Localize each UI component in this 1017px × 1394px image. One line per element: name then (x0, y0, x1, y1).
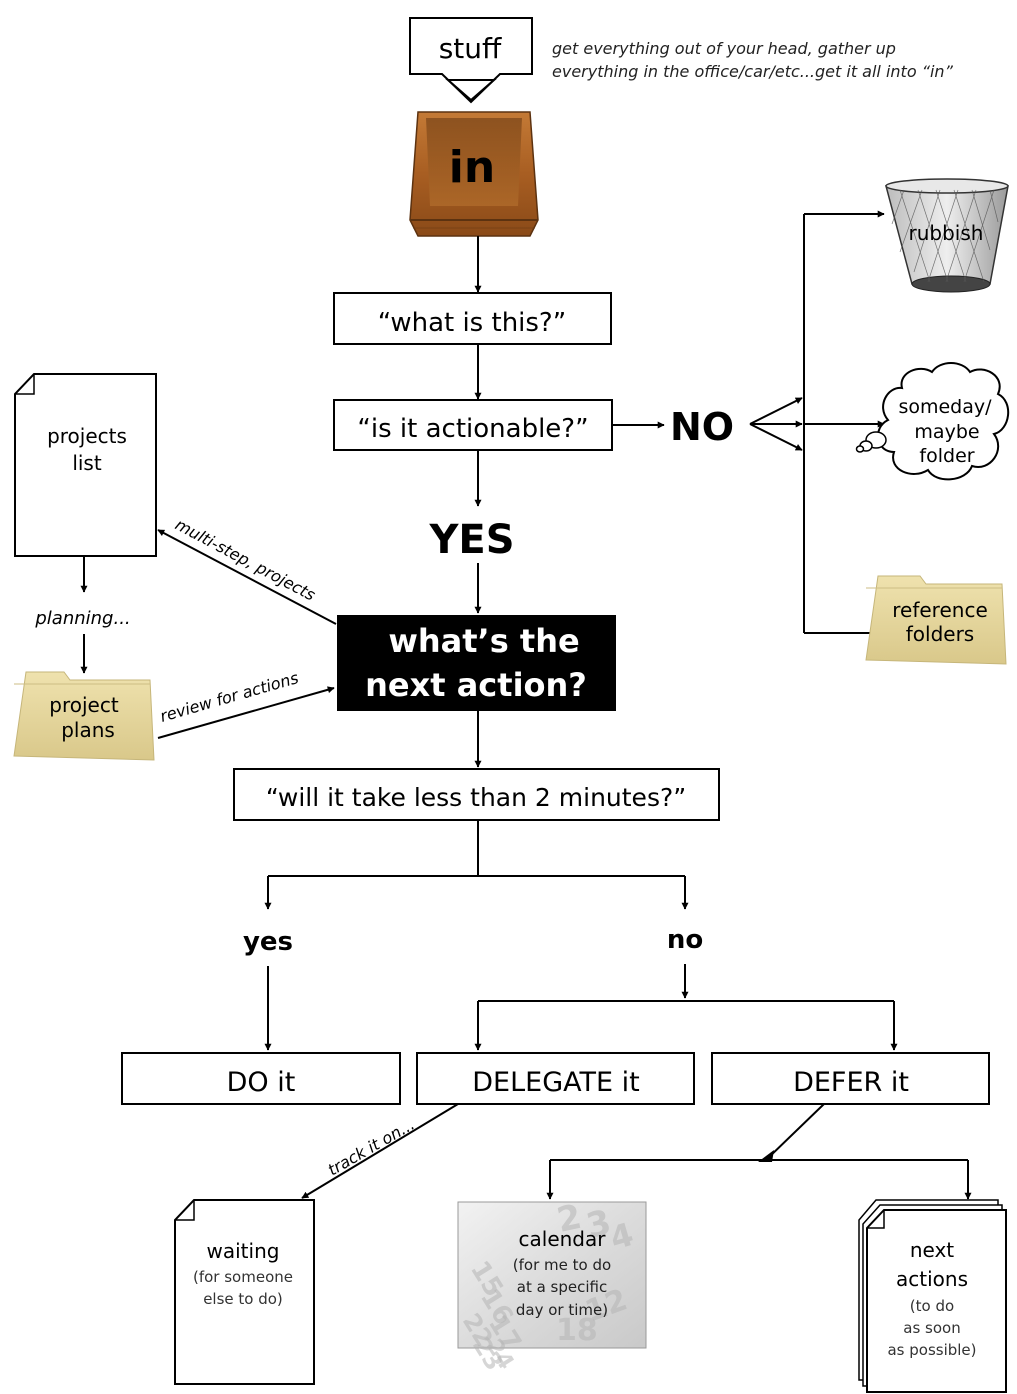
is-actionable-box (333, 399, 613, 451)
no-fan-arrows (749, 210, 885, 634)
note-line-2: everything in the office/car/etc...get i… (552, 62, 954, 81)
no-big-label: NO (670, 405, 734, 449)
waiting-title: waiting (207, 1239, 280, 1263)
two-minutes-label: “will it take less than 2 minutes?” (266, 783, 686, 812)
arrow-review-for-actions (157, 686, 335, 739)
calendar-line-2: at a specific (517, 1278, 607, 1296)
someday-line-1: someday/ (898, 396, 992, 418)
next-action-box (337, 615, 616, 711)
track-it-label: track it on... (325, 1115, 418, 1180)
yes-no-connectors (264, 964, 898, 1051)
waiting-line-1: (for someone (193, 1268, 293, 1286)
waiting-line-2: else to do) (203, 1290, 283, 1308)
yes-big-label: YES (428, 517, 514, 563)
note-line-1: get everything out of your head, gather … (552, 39, 896, 58)
someday-line-3: folder (919, 445, 974, 467)
defer-branch (546, 1103, 972, 1200)
projects-line-2: list (72, 451, 102, 475)
reference-line-1: reference (892, 598, 988, 622)
next-actions-line-2: as soon (903, 1319, 960, 1337)
yes-small-label: yes (243, 927, 293, 957)
someday-line-2: maybe (914, 421, 979, 443)
project-plans-line-1: project (49, 693, 119, 717)
reference-folder-icon (865, 575, 1007, 665)
waiting-page-icon (174, 1199, 315, 1385)
calendar-bg-digit: 18 (556, 1313, 598, 1348)
delegate-it-label: DELEGATE it (472, 1067, 639, 1098)
do-it-label: DO it (227, 1067, 296, 1098)
project-plans-folder-icon (13, 671, 155, 761)
what-is-this-label: “what is this?” (378, 308, 566, 338)
calendar-line-1: (for me to do (513, 1256, 611, 1274)
project-plans-line-2: plans (61, 718, 115, 742)
stuff-label: stuff (439, 32, 502, 65)
delegate-it-box (416, 1052, 695, 1105)
next-actions-stack-icon (858, 1199, 1007, 1393)
is-actionable-label: “is it actionable?” (357, 414, 588, 444)
planning-label: planning... (34, 608, 130, 629)
do-it-box (121, 1052, 401, 1105)
defer-junction-arrowhead (758, 1150, 774, 1162)
no-small-label: no (667, 925, 703, 955)
calendar-line-3: day or time) (516, 1301, 608, 1319)
next-actions-line-3: as possible) (887, 1341, 976, 1359)
multi-step-label: multi-step, projects (172, 515, 318, 605)
next-actions-title-1: next (910, 1238, 954, 1262)
defer-it-label: DEFER it (793, 1067, 909, 1098)
next-actions-title-2: actions (896, 1267, 968, 1291)
projects-list-page-icon (14, 373, 157, 557)
two-min-branch (264, 820, 689, 910)
next-actions-line-1: (to do (910, 1297, 954, 1315)
arrow-delegate-to-waiting (301, 1103, 459, 1199)
what-is-this-box (333, 292, 612, 345)
arrow-multi-step-projects (157, 529, 337, 625)
in-label: in (449, 142, 495, 193)
next-action-line-2: next action? (365, 666, 587, 704)
rubbish-bin-icon (885, 178, 1009, 293)
calendar-title: calendar (519, 1227, 607, 1251)
in-tray-icon (409, 111, 539, 237)
stuff-box (409, 17, 533, 104)
projects-line-1: projects (47, 424, 127, 448)
reference-line-2: folders (906, 622, 974, 646)
someday-cloud-icon (855, 362, 1009, 481)
rubbish-label: rubbish (909, 221, 984, 245)
two-minutes-box (233, 768, 720, 821)
defer-it-box (711, 1052, 990, 1105)
next-action-line-1: what’s the (388, 622, 579, 660)
